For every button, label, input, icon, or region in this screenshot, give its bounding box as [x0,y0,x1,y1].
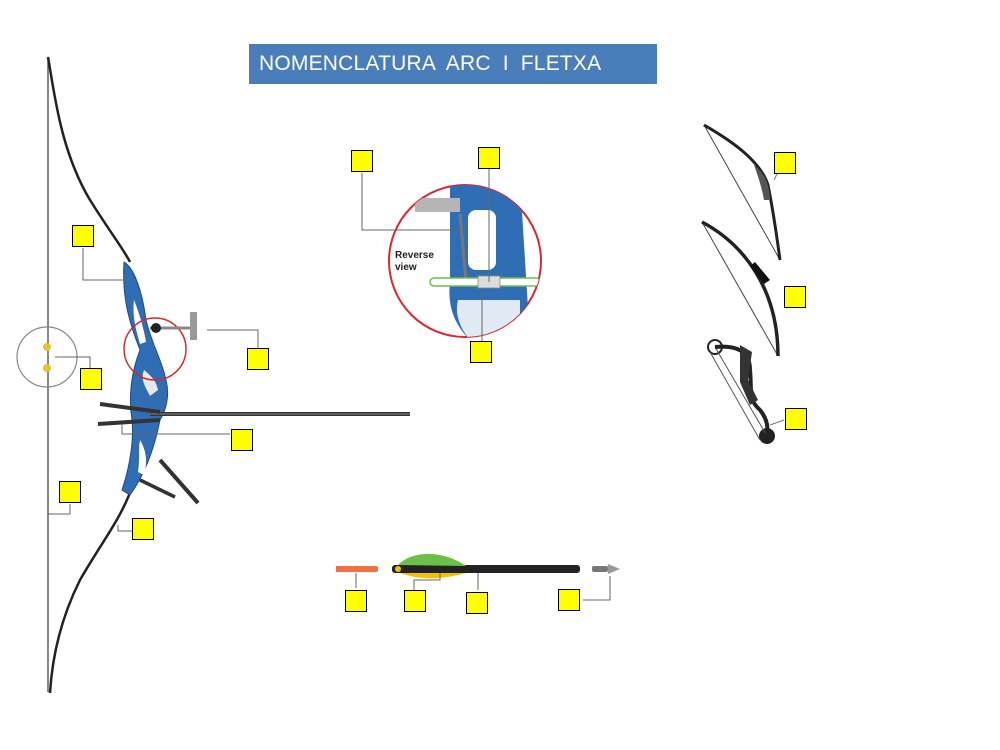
inset-plunger-rod [458,213,468,283]
nock-piece [336,566,378,588]
label-box-recurve[interactable] [774,152,796,174]
leader-vbar [121,424,230,435]
leader-bead [55,356,91,370]
v-bar-upper [99,402,161,414]
inset-sight-bracket [415,198,460,212]
label-box-bead[interactable] [80,368,102,390]
sight-pin [151,323,161,333]
leader-sight [207,329,259,348]
label-box-limb[interactable] [72,225,94,247]
small-compound-bow [707,339,775,444]
lower-limb [48,489,133,694]
leader-fletching [413,573,441,590]
label-box-shaft[interactable] [466,592,488,614]
label-box-inset-plunger[interactable] [351,150,373,172]
label-box-inset-rest[interactable] [478,147,500,169]
label-box-fletching[interactable] [404,590,426,612]
leader-lower-limb [117,525,132,532]
label-box-lower-limb[interactable] [132,518,154,540]
inset-caption-line2: view [395,262,417,273]
small-recurve-bow [703,123,782,261]
nock-point-upper [43,343,51,351]
inset-caption-line1: Reverse [395,250,434,261]
leader-string [48,504,71,515]
arrow-point-piece [592,564,620,574]
fletching-green-vane [398,553,466,566]
label-box-vbar[interactable] [231,429,253,451]
v-bar-lower [97,418,161,426]
arrow-shaft-body [392,565,580,573]
label-box-compound[interactable] [785,408,807,430]
inset-riser-window [468,210,496,270]
label-box-longbow[interactable] [784,286,806,308]
arrow-nock-end [395,566,401,572]
label-box-point[interactable] [558,589,580,611]
extender-rod [139,478,176,499]
inset-leader-plunger [361,173,462,231]
page-title: NOMENCLATURA ARC I FLETXA [249,44,657,84]
riser-lower-window [138,440,147,475]
small-longbow [701,220,780,357]
label-box-string[interactable] [59,481,81,503]
sight-block [190,312,197,340]
nock-point-lower [43,364,51,372]
bow-types [701,123,785,444]
upper-limb [46,56,132,263]
leader-limb [82,248,130,281]
label-box-inset-button[interactable] [470,341,492,363]
label-box-sight[interactable] [247,348,269,370]
long-rod-lower [158,458,200,505]
fletching-yellow-vane [400,573,466,579]
plunger-highlight-circle [123,317,187,381]
grip [142,370,158,396]
leader-point [583,576,611,601]
label-box-nock[interactable] [345,590,367,612]
leader-compound [769,419,785,426]
recurve-bow-figure [16,56,410,694]
arrow-parts [336,553,620,601]
reverse-view-inset: Reverse view [361,169,542,341]
